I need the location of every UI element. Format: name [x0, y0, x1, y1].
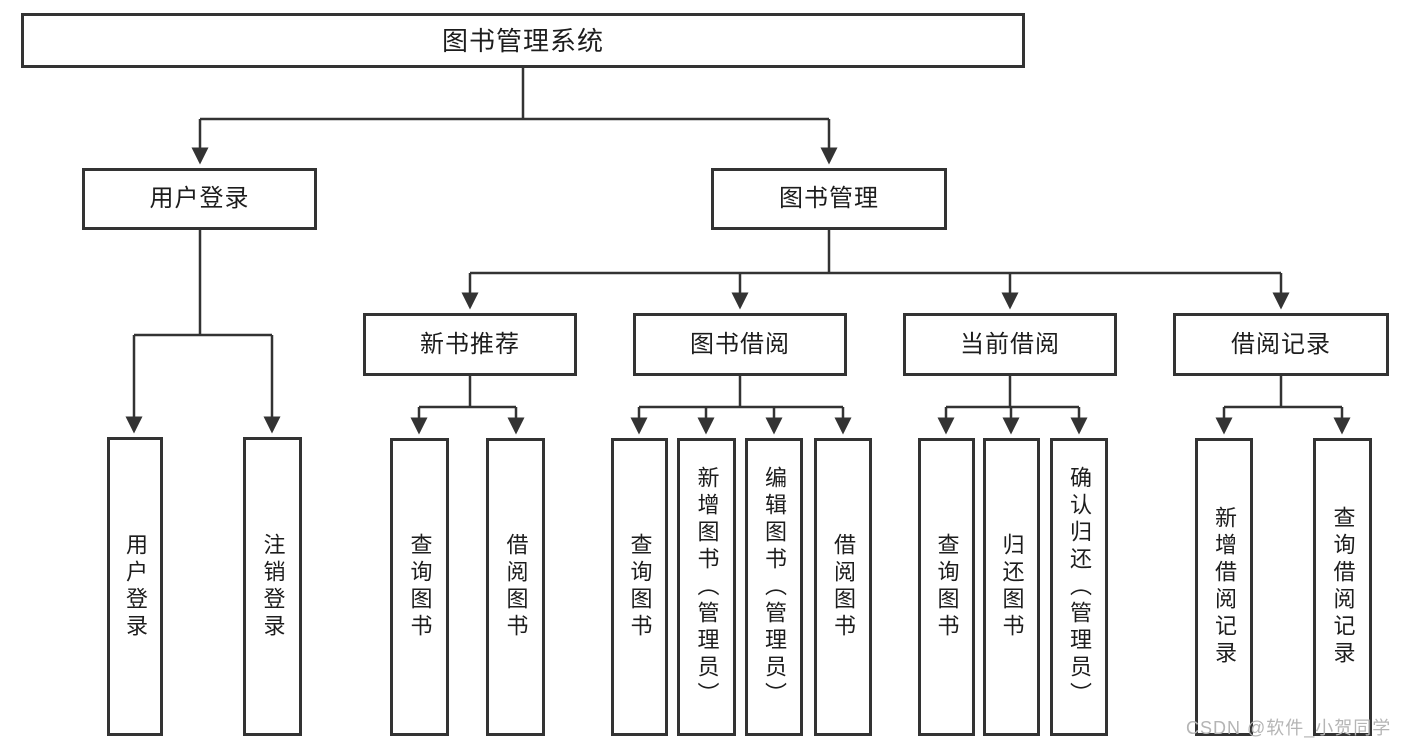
node-label: 查询图书	[934, 533, 960, 641]
node-label: 新书推荐	[420, 330, 520, 358]
leaf-cb-confirm-return-admin: 确认归还（管理员）	[1050, 438, 1108, 736]
node-label: 用户登录	[123, 532, 148, 641]
node-label: 归还图书	[999, 533, 1025, 641]
leaf-logout: 注销登录	[243, 437, 302, 736]
node-label: 借阅图书	[831, 533, 856, 641]
leaf-br-add-record: 新增借阅记录	[1195, 438, 1253, 736]
node-label: 借阅图书	[503, 533, 529, 641]
node-label: 当前借阅	[960, 330, 1060, 358]
node-library-management-system: 图书管理系统	[21, 13, 1025, 68]
node-label: 新增图书（管理员）	[694, 465, 720, 709]
node-book-borrow: 图书借阅	[633, 313, 847, 376]
leaf-cb-query-books: 查询图书	[918, 438, 975, 736]
node-user-login: 用户登录	[82, 168, 317, 230]
leaf-bb-add-books-admin: 新增图书（管理员）	[677, 438, 736, 736]
leaf-nbr-query-books: 查询图书	[390, 438, 449, 736]
leaf-nbr-borrow-books: 借阅图书	[486, 438, 545, 736]
node-label: 注销登录	[260, 532, 286, 641]
node-book-management: 图书管理	[711, 168, 947, 230]
node-label: 用户登录	[149, 185, 250, 212]
node-label: 确认归还（管理员）	[1067, 465, 1092, 709]
leaf-br-query-record: 查询借阅记录	[1313, 438, 1372, 736]
leaf-bb-edit-books-admin: 编辑图书（管理员）	[745, 438, 803, 736]
csdn-watermark: CSDN @软件_小贺同学	[1186, 718, 1392, 738]
node-label: 查询图书	[627, 533, 653, 641]
leaf-user-login: 用户登录	[107, 437, 163, 736]
node-label: 图书管理	[779, 185, 879, 212]
node-label: 图书管理系统	[441, 25, 604, 56]
node-label: 查询图书	[407, 533, 433, 641]
leaf-bb-borrow-books: 借阅图书	[814, 438, 872, 736]
node-current-borrow: 当前借阅	[903, 313, 1117, 376]
node-label: 编辑图书（管理员）	[762, 465, 787, 709]
node-label: 新增借阅记录	[1212, 506, 1237, 668]
leaf-cb-return-books: 归还图书	[983, 438, 1040, 736]
node-label: 借阅记录	[1231, 330, 1331, 358]
node-borrow-records: 借阅记录	[1173, 313, 1389, 376]
node-new-book-recommend: 新书推荐	[363, 313, 577, 376]
leaf-bb-query-books: 查询图书	[611, 438, 668, 736]
node-label: 图书借阅	[690, 330, 790, 358]
node-label: 查询借阅记录	[1330, 506, 1356, 668]
